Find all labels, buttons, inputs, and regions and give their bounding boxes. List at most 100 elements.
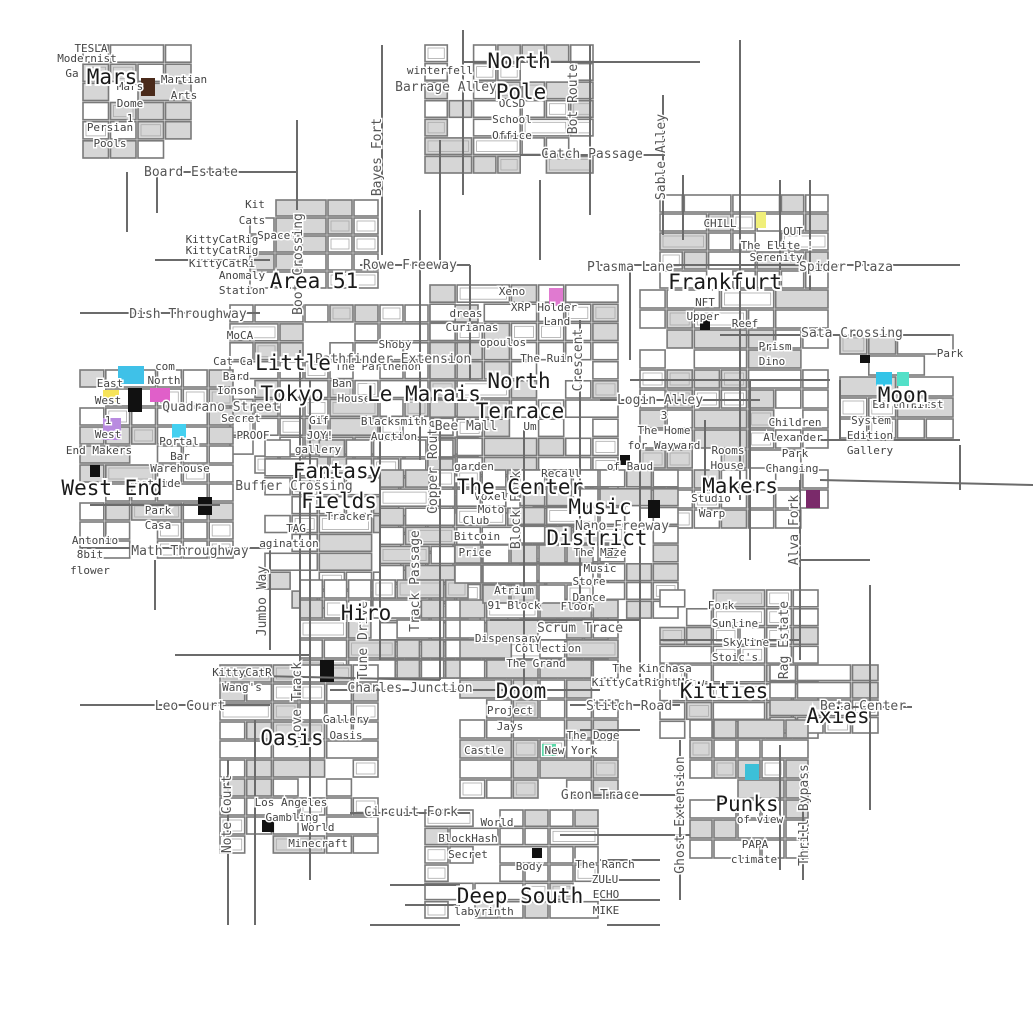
parcel[interactable] [420, 639, 445, 659]
parcel[interactable] [804, 213, 829, 232]
parcel[interactable] [693, 329, 748, 349]
parcel[interactable] [208, 521, 234, 540]
parcel[interactable] [459, 599, 486, 619]
parcel[interactable] [245, 797, 299, 816]
parcel[interactable] [737, 719, 785, 739]
parcel[interactable] [304, 360, 329, 380]
parcel[interactable] [264, 552, 319, 571]
parcel[interactable] [254, 341, 279, 361]
parcel[interactable] [323, 579, 348, 599]
parcel[interactable] [182, 388, 208, 407]
parcel[interactable] [472, 81, 497, 100]
parcel[interactable] [459, 639, 513, 659]
parcel[interactable] [449, 827, 499, 846]
parcel[interactable] [482, 564, 538, 584]
parcel[interactable] [219, 721, 246, 740]
parcel[interactable] [379, 398, 404, 418]
parcel[interactable] [353, 235, 379, 253]
parcel[interactable] [329, 304, 354, 323]
parcel[interactable] [182, 521, 208, 540]
parcel[interactable] [354, 304, 379, 323]
parcel[interactable] [652, 544, 679, 563]
parcel[interactable] [249, 253, 275, 271]
parcel[interactable] [499, 864, 524, 883]
parcel[interactable] [372, 579, 396, 599]
parcel[interactable] [208, 369, 234, 388]
parcel[interactable] [353, 199, 379, 217]
parcel[interactable] [219, 797, 246, 816]
parcel[interactable] [472, 62, 497, 81]
parcel[interactable] [483, 341, 511, 361]
parcel[interactable] [424, 155, 473, 174]
parcel[interactable] [732, 213, 757, 232]
parcel[interactable] [130, 483, 157, 502]
district-punks[interactable]: Punks [713, 790, 780, 818]
parcel[interactable] [761, 839, 785, 859]
parcel[interactable] [327, 271, 379, 289]
parcel[interactable] [666, 409, 693, 429]
parcel[interactable] [685, 664, 713, 683]
parcel[interactable] [689, 739, 713, 759]
parcel[interactable] [867, 397, 897, 418]
parcel[interactable] [756, 270, 781, 289]
district-kitties[interactable]: Kitties [678, 677, 771, 705]
parcel[interactable] [449, 845, 474, 864]
parcel[interactable] [685, 626, 713, 646]
parcel[interactable] [219, 778, 246, 797]
parcel[interactable] [659, 682, 686, 702]
parcel[interactable] [229, 341, 254, 361]
parcel[interactable] [137, 140, 165, 159]
parcel[interactable] [732, 270, 757, 289]
parcel[interactable] [429, 341, 456, 361]
parcel[interactable] [459, 719, 486, 739]
parcel[interactable] [82, 63, 110, 83]
parcel[interactable] [599, 506, 626, 526]
parcel[interactable] [639, 309, 666, 329]
parcel[interactable] [109, 120, 137, 140]
parcel[interactable] [352, 683, 379, 702]
parcel[interactable] [109, 101, 137, 121]
parcel[interactable] [499, 809, 524, 828]
parcel[interactable] [275, 271, 301, 289]
parcel[interactable] [693, 469, 721, 489]
parcel[interactable] [82, 140, 110, 159]
parcel[interactable] [851, 716, 879, 734]
parcel[interactable] [774, 429, 802, 449]
parcel[interactable] [396, 639, 421, 659]
parcel[interactable] [659, 270, 708, 289]
parcel[interactable] [156, 483, 209, 502]
parcel[interactable] [712, 589, 766, 608]
parcel[interactable] [720, 509, 748, 529]
parcel[interactable] [272, 740, 326, 759]
parcel[interactable] [429, 322, 456, 342]
parcel[interactable] [156, 464, 183, 483]
parcel[interactable] [325, 683, 353, 702]
parcel[interactable] [325, 702, 353, 721]
parcel[interactable] [299, 579, 324, 599]
parcel[interactable] [545, 506, 599, 526]
parcel[interactable] [396, 659, 421, 679]
parcel[interactable] [249, 271, 275, 289]
parcel[interactable] [713, 819, 737, 839]
parcel[interactable] [780, 194, 805, 213]
parcel[interactable] [327, 235, 353, 253]
district-makers[interactable]: Makers [700, 472, 780, 500]
parcel[interactable] [424, 81, 449, 100]
parcel[interactable] [456, 418, 484, 438]
parcel[interactable] [564, 303, 592, 323]
parcel[interactable] [599, 469, 626, 488]
parcel[interactable] [109, 63, 137, 83]
parcel[interactable] [592, 418, 619, 438]
parcel[interactable] [299, 702, 326, 721]
parcel[interactable] [712, 607, 766, 627]
parcel[interactable] [301, 235, 327, 253]
parcel[interactable] [545, 155, 594, 174]
parcel[interactable] [693, 489, 721, 509]
parcel[interactable] [545, 81, 594, 100]
parcel[interactable] [761, 759, 785, 779]
parcel[interactable] [379, 526, 405, 546]
parcel[interactable] [713, 719, 737, 739]
parcel[interactable] [424, 845, 449, 864]
parcel[interactable] [780, 232, 829, 251]
